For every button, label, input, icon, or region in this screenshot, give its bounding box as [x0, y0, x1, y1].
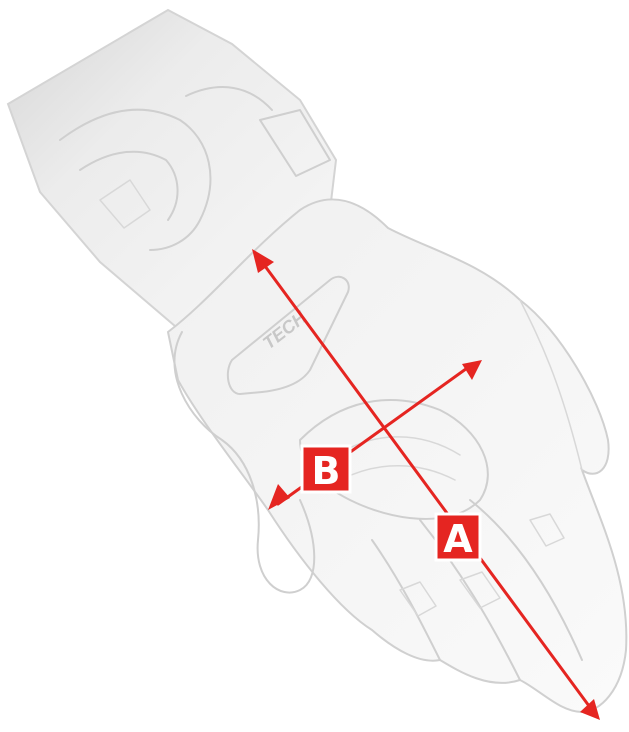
- label-b: B: [302, 446, 350, 493]
- glove-body: [168, 200, 626, 712]
- label-b-text: B: [312, 449, 341, 493]
- glove-illustration: TECH: [8, 10, 626, 712]
- label-a-text: A: [443, 517, 473, 561]
- label-a: A: [436, 514, 480, 561]
